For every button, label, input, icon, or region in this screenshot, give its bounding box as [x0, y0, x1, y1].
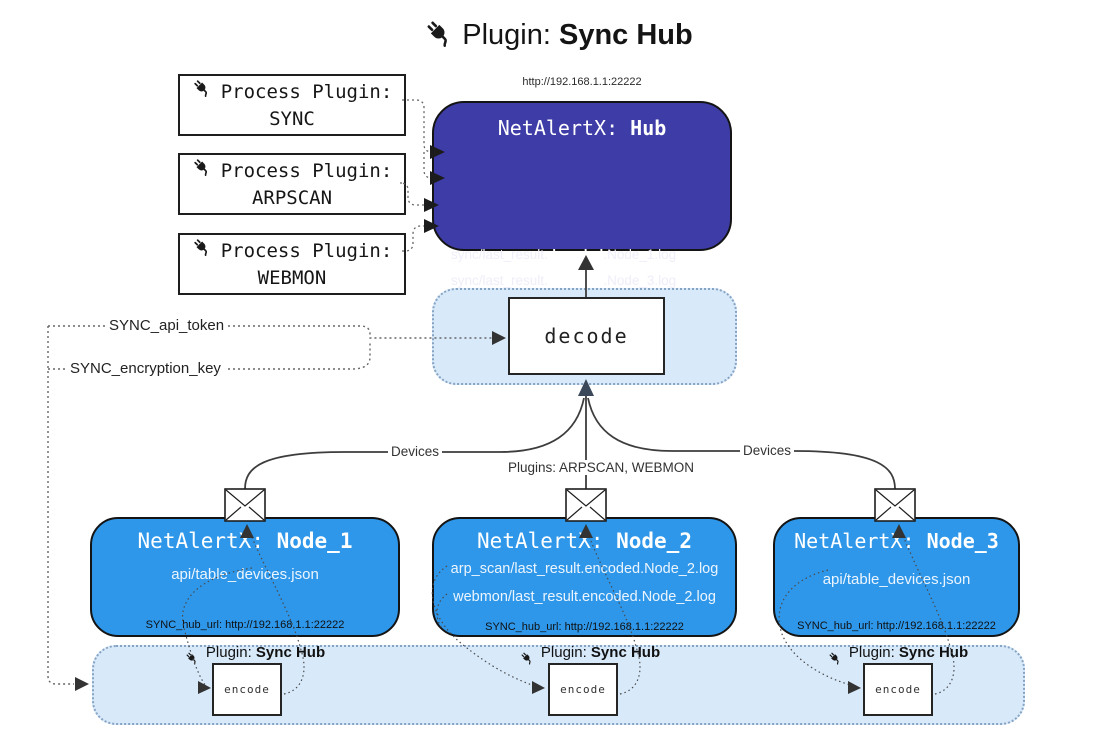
sync-api-token-label: SYNC_api_token — [105, 317, 229, 334]
hub-log-line: sync/last_result.decoded.Node_3.log — [451, 273, 677, 288]
devices-right-label: Devices — [740, 443, 795, 458]
encode-box: encode — [548, 663, 618, 716]
hub-log-line: sync/last_result.decoded.Node_1.log — [451, 247, 677, 262]
title-bold: Sync Hub — [558, 19, 693, 51]
node-title: NetAlertX: Node_1 — [137, 529, 353, 553]
hub-url: http://192.168.1.1:22222 — [522, 76, 642, 88]
process-plugin-box-webmon: Process Plugin: WEBMON — [178, 233, 406, 295]
node-title: NetAlertX: Node_2 — [477, 529, 692, 553]
plug-icon — [192, 157, 213, 185]
process-plugin-name: ARPSCAN — [251, 187, 333, 209]
node-box-node2: NetAlertX: Node_2 arp_scan/last_result.e… — [432, 517, 737, 637]
arrowhead — [75, 677, 89, 691]
plug-icon — [828, 650, 843, 667]
node-file-line: api/table_devices.json — [822, 571, 971, 588]
plug-icon — [520, 650, 535, 667]
encode-box: encode — [212, 663, 282, 716]
plug-icon — [424, 18, 456, 58]
node-box-node3: NetAlertX: Node_3 api/table_devices.json… — [773, 517, 1020, 637]
page-title: Plugin: Sync Hub — [0, 18, 1117, 58]
process-plugin-name: WEBMON — [257, 267, 327, 289]
title-text: Plugin: — [462, 19, 559, 51]
process-plugin-label: Process Plugin: — [220, 81, 393, 103]
encode-box: encode — [863, 663, 933, 716]
node-file-line: arp_scan/last_result.encoded.Node_2.log — [450, 561, 719, 577]
process-plugin-box-sync: Process Plugin: SYNC — [178, 74, 406, 136]
node-hub-url: SYNC_hub_url: http://192.168.1.1:22222 — [485, 621, 684, 633]
process-plugin-label: Process Plugin: — [220, 240, 393, 262]
decode-box: decode — [508, 297, 665, 375]
hub-box: NetAlertX: Hub sync/last_result.decoded.… — [432, 101, 732, 336]
node-file-line: webmon/last_result.encoded.Node_2.log — [453, 589, 716, 605]
sync-encryption-key-label: SYNC_encryption_key — [66, 360, 225, 377]
node-hub-url: SYNC_hub_url: http://192.168.1.1:22222 — [797, 620, 996, 632]
hub-title: NetAlertX: Hub — [497, 116, 667, 140]
plugins-center-label: Plugins: ARPSCAN, WEBMON — [505, 460, 698, 475]
process-plugin-label: Process Plugin: — [220, 160, 393, 182]
devices-left-label: Devices — [388, 444, 443, 459]
process-plugin-box-arpscan: Process Plugin: ARPSCAN — [178, 153, 406, 215]
plug-icon — [192, 78, 213, 106]
plug-icon — [185, 650, 200, 667]
node-box-node1: NetAlertX: Node_1 api/table_devices.json… — [90, 517, 400, 637]
process-plugin-name: SYNC — [269, 108, 315, 130]
node-hub-url: SYNC_hub_url: http://192.168.1.1:22222 — [145, 619, 345, 631]
node-title: NetAlertX: Node_3 — [794, 529, 999, 553]
plug-icon — [192, 237, 213, 265]
node-file-line: api/table_devices.json — [171, 566, 319, 583]
